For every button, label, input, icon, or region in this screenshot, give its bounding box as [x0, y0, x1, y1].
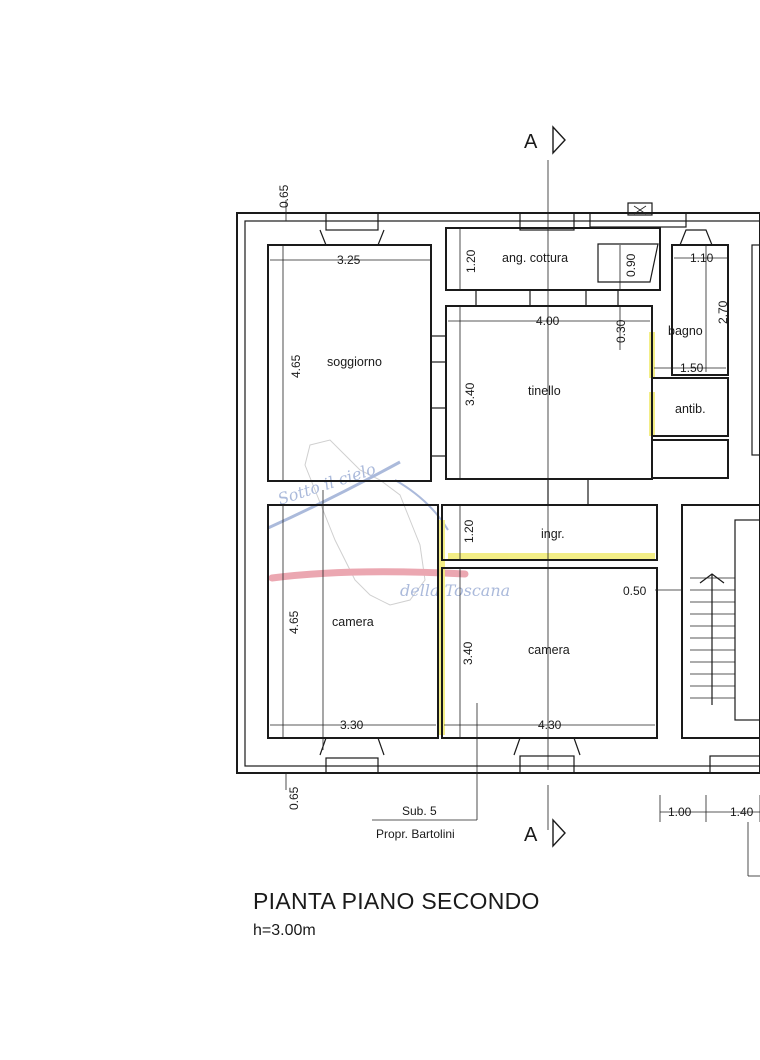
dimension-lines [270, 200, 760, 877]
room-label-antib: antib. [675, 402, 706, 416]
outer-walls [236, 202, 760, 774]
stairwell [681, 504, 760, 739]
room-label-soggiorno: soggiorno [327, 355, 382, 369]
room-label-tinello: tinello [528, 384, 561, 398]
dim-camera-left-w: 3.30 [340, 718, 364, 732]
plan-title: PIANTA PIANO SECONDO [253, 888, 540, 914]
dim-tinello-d: 0.30 [614, 319, 628, 343]
dim-top-margin: 0.65 [277, 184, 291, 208]
dim-camera-right-w: 4.30 [538, 718, 562, 732]
room-closet [651, 439, 729, 479]
dim-tinello-w: 4.00 [536, 314, 560, 328]
room-camera-left [267, 504, 439, 739]
dim-bagno-w: 1.10 [690, 251, 714, 265]
room-ang-cottura [445, 227, 661, 291]
dim-cottura-h: 1.20 [464, 249, 478, 273]
dim-bottom-b: 1.40 [730, 805, 754, 819]
dim-soggiorno-h: 4.65 [289, 354, 303, 378]
section-line: A A [524, 125, 566, 848]
dim-antib-w: 1.50 [680, 361, 704, 375]
dim-ingr-h: 1.20 [462, 519, 476, 543]
room-label-camera-right: camera [528, 643, 570, 657]
room-walls [267, 227, 760, 756]
watermark-line2: della Toscana [400, 581, 510, 600]
dim-camera-left-h: 4.65 [287, 610, 301, 634]
sub-label: Sub. 5 [402, 804, 437, 818]
dim-soggiorno-w: 3.25 [337, 253, 361, 267]
dim-bagno-h: 2.70 [716, 300, 730, 324]
room-labels: ang. cottura bagno soggiorno tinello ant… [327, 251, 706, 657]
room-camera-right [441, 567, 658, 739]
room-label-camera-left: camera [332, 615, 374, 629]
dim-stair-gap: 0.50 [623, 584, 647, 598]
room-soggiorno [267, 244, 432, 482]
room-label-ang-cottura: ang. cottura [502, 251, 568, 265]
owner-label: Propr. Bartolini [376, 827, 455, 841]
section-marker-top: A [524, 131, 538, 153]
dimension-labels: 0.65 3.25 4.65 1.20 0.90 1.10 2.70 4.00 … [277, 184, 754, 819]
dim-bottom-a: 1.00 [668, 805, 692, 819]
section-marker-bottom: A [524, 824, 538, 846]
staircase [690, 519, 760, 721]
room-bagno [671, 244, 729, 376]
dim-camera-right-h: 3.40 [461, 641, 475, 665]
dim-tinello-h: 3.40 [463, 382, 477, 406]
dim-bottom-margin: 0.65 [287, 786, 301, 810]
ownership-labels: Sub. 5 Propr. Bartolini [376, 804, 455, 841]
room-label-bagno: bagno [668, 324, 703, 338]
room-antib [651, 377, 729, 437]
dim-cottura-d: 0.90 [624, 253, 638, 277]
plan-height: h=3.00m [253, 922, 316, 939]
room-label-ingr: ingr. [541, 527, 565, 541]
